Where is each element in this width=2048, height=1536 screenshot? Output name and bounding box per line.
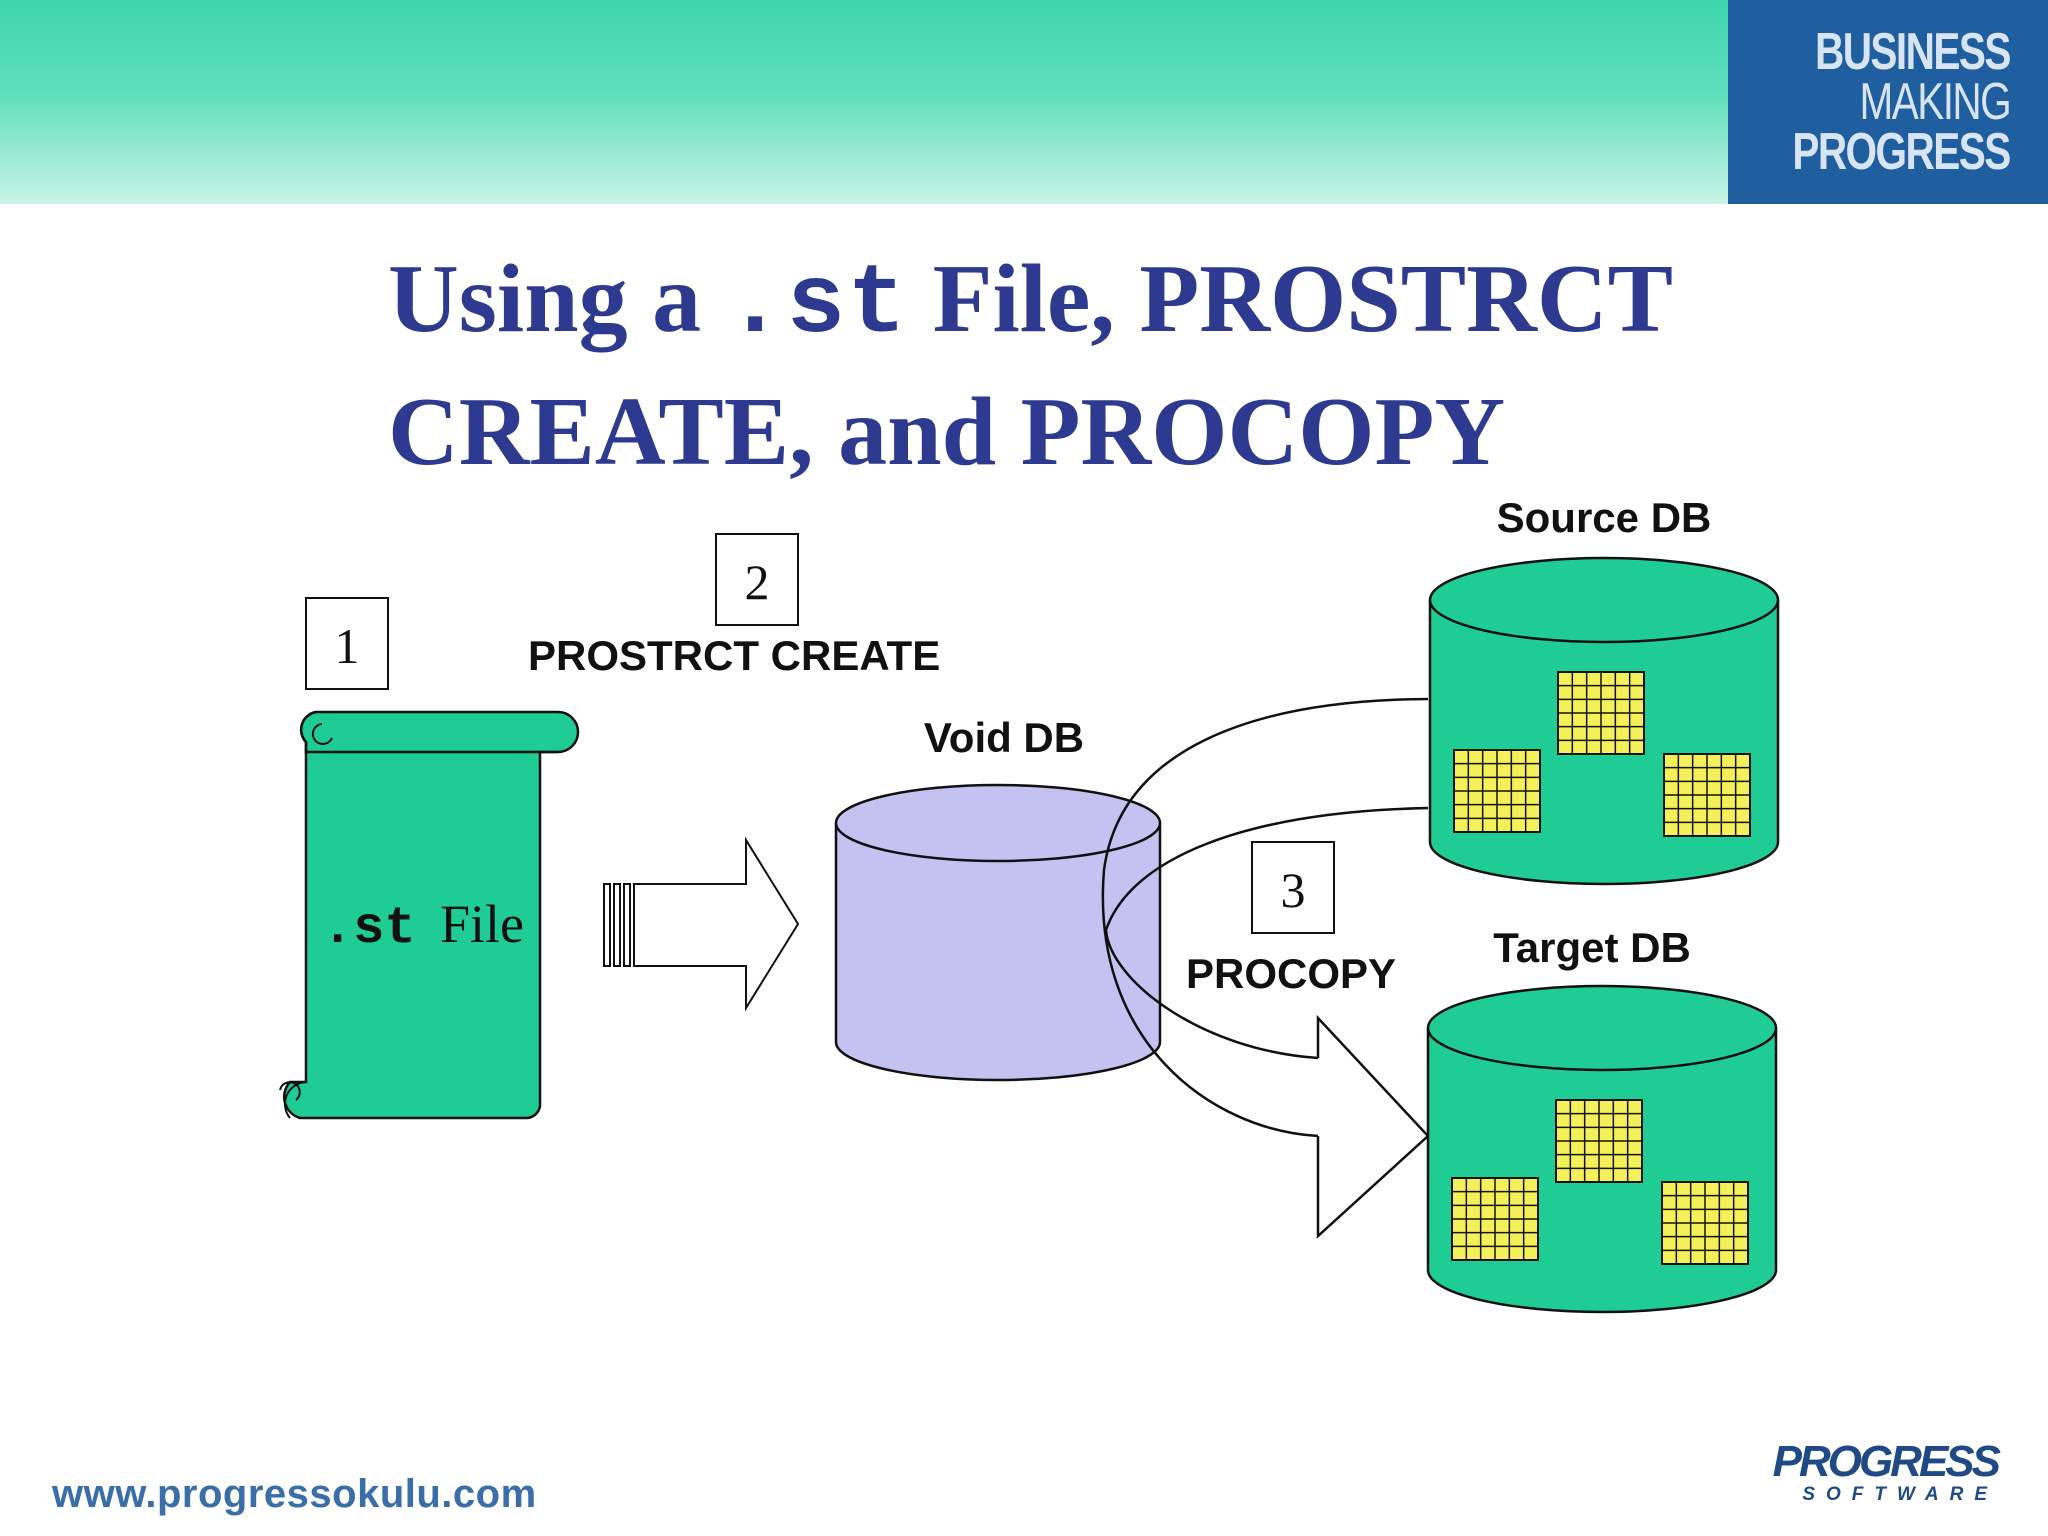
st-file-code: .st	[322, 899, 416, 958]
title-code: .st	[725, 250, 909, 361]
source-db-cylinder	[1428, 556, 1780, 886]
progress-software-logo: PROGRESS SOFTWARE	[1768, 1437, 2001, 1506]
arrow-icon	[603, 836, 800, 1012]
brand-line-1: BUSINESS	[1815, 23, 2011, 81]
step-2-label: PROSTRCT CREATE	[528, 632, 940, 679]
source-db-label: Source DB	[1497, 494, 1712, 541]
st-file-text: File	[440, 894, 524, 954]
step-2-box: 2	[715, 533, 799, 626]
target-db-cylinder	[1426, 984, 1778, 1314]
void-db-label: Void DB	[924, 714, 1084, 761]
logo-word: PROGRESS	[1772, 1437, 2001, 1486]
table-grid-icon	[1661, 1181, 1749, 1265]
title-line-2: CREATE, and PROCOPY	[388, 378, 1506, 486]
target-db-label: Target DB	[1493, 924, 1691, 971]
brand-line-2: MAKING	[1859, 73, 2011, 131]
table-grid-icon	[1453, 749, 1541, 833]
title-suffix: File, PROSTRCT	[932, 245, 1674, 353]
brand-logo: BUSINESS MAKING PROGRESS	[1728, 0, 2048, 204]
step-1-number: 1	[335, 618, 360, 674]
table-grid-icon	[1555, 1099, 1643, 1183]
footer-url[interactable]: www.progressokulu.com	[52, 1472, 537, 1516]
slide-title: Using a .st File, PROSTRCT CREATE, and P…	[388, 236, 1808, 495]
scroll-icon	[279, 710, 580, 1120]
brand-line-3: PROGRESS	[1792, 123, 2012, 181]
step-3-number: 3	[1281, 862, 1306, 918]
table-grid-icon	[1557, 671, 1645, 755]
step-2-number: 2	[745, 554, 770, 610]
header-band	[0, 0, 1728, 204]
table-grid-icon	[1663, 753, 1751, 837]
logo-sub: SOFTWARE	[1802, 1484, 1998, 1505]
void-db-cylinder	[834, 783, 1162, 1082]
step-3-box: 3	[1251, 841, 1335, 934]
title-prefix: Using a	[388, 245, 702, 353]
step-3-label: PROCOPY	[1186, 950, 1396, 997]
step-1-box: 1	[305, 597, 389, 690]
table-grid-icon	[1451, 1177, 1539, 1261]
